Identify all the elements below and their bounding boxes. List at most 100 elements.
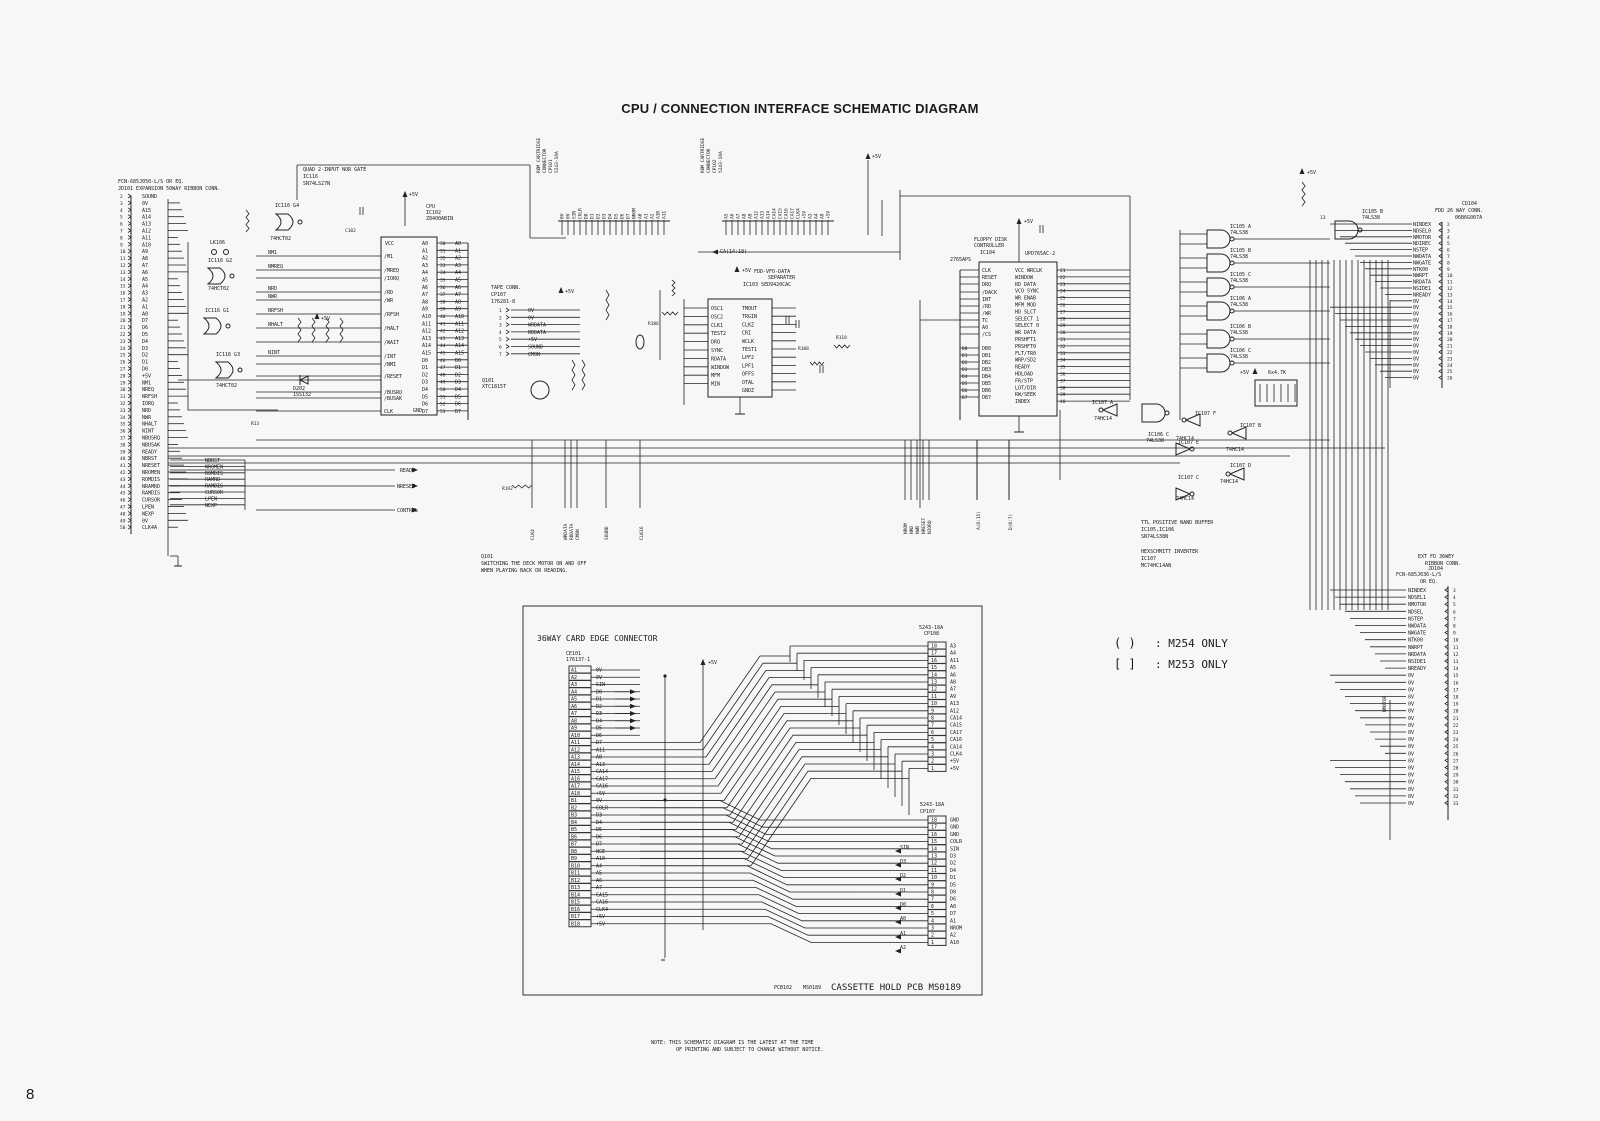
inverter-ic107d <box>1228 467 1245 481</box>
power-label: +5V <box>1307 170 1316 176</box>
card-pin-id: B16 <box>571 907 580 913</box>
rom-cartridge-1-pin-label: NROM <box>632 208 638 219</box>
fdc-pin-label: DB7 <box>982 395 991 401</box>
fdd-pin-label: 0V <box>1413 331 1419 337</box>
address-data-label: D1 <box>455 365 461 371</box>
connector-pin <box>1444 630 1449 635</box>
vfo-pin-label: OFFS <box>742 372 754 378</box>
card-route <box>640 843 822 864</box>
gate-label: 74LS38 <box>1230 230 1248 236</box>
cp107-pin-signal: GND <box>950 818 959 824</box>
tape-signal-label: WRDATA <box>563 523 569 540</box>
fdc-pin-label: SELECT 0 <box>1015 323 1039 329</box>
connector-pin <box>1438 279 1443 284</box>
connector-pin <box>1438 292 1443 297</box>
pin-number: 30 <box>1060 330 1066 336</box>
fdd-pin-label: NINDEX <box>1413 222 1431 228</box>
inverter-bubble <box>1098 407 1104 413</box>
card-pin-id: B14 <box>571 892 580 898</box>
note-line: NOTE: THIS SCHEMATIC DIAGRAM IS THE LATE… <box>651 1040 814 1046</box>
gate-label: 74HCT02 <box>270 236 291 242</box>
power-arrow <box>1016 218 1022 224</box>
power-label: +5V <box>565 289 574 295</box>
card-pin-id: A16 <box>571 776 580 782</box>
pin-number: 32 <box>1060 344 1066 350</box>
pin-number: 6 <box>120 222 123 228</box>
cpu-pin-label: A4 <box>422 270 428 276</box>
pin-number: 30 <box>440 241 446 247</box>
pin-number: 44 <box>440 343 446 349</box>
card-pin-id: A8 <box>571 718 577 724</box>
card-pin-signal: CA14 <box>596 769 608 775</box>
pcb-label-small: MS0189 <box>803 985 821 991</box>
cp107-arrow-label: A1 <box>900 931 906 937</box>
rom-cartridge-1-pin-label: D1 <box>590 213 596 219</box>
fdd-pin-label: NDIREC <box>1413 241 1431 247</box>
cp107-pin-signal: D3 <box>950 854 956 860</box>
card-route <box>640 872 850 893</box>
vfo-pin-label: MIN <box>711 382 720 388</box>
data-bus-label: D1 <box>962 353 968 359</box>
fdc-pin-label: WRP/SD2 <box>1015 358 1036 364</box>
note-line: OF PRINTING AND SUBJECT TO CHANGE WITHOU… <box>676 1047 824 1053</box>
expansion-pin-label: NBUSAK <box>142 442 160 448</box>
pin-number: 42 <box>440 329 446 335</box>
pin-number: 43 <box>440 336 446 342</box>
expansion-side-label: NBRST <box>205 458 220 464</box>
connector-pin <box>1444 750 1449 756</box>
ext-pin-label: 0V <box>1408 773 1414 779</box>
expansion-pin-label: A0 <box>142 311 148 317</box>
expansion-side-label: NEXP <box>205 503 217 509</box>
cp107-pin-number: 7 <box>931 897 934 903</box>
card-route <box>640 677 811 765</box>
vfo-pin-label: LPF1 <box>742 363 754 369</box>
connector-pin <box>505 351 510 357</box>
address-data-label: A11 <box>455 321 464 327</box>
power-label: +5V <box>1024 219 1033 225</box>
pin-number: 1 <box>499 308 502 314</box>
fdd-pin-label: 0V <box>1413 376 1419 382</box>
address-data-label: D2 <box>455 372 461 378</box>
ttl-note-line: HEXSCHMITT INVERTER <box>1141 549 1199 555</box>
connector-pin <box>505 307 510 313</box>
cpu-pin-label: /RD <box>384 290 393 296</box>
pin-number: 46 <box>440 358 446 364</box>
connector-pin <box>1444 779 1449 785</box>
resistor-ref: R186 <box>648 321 659 327</box>
card-pin-id: B1 <box>571 798 577 804</box>
card-route <box>640 821 801 842</box>
card-pin-id: B17 <box>571 914 580 920</box>
rom-cartridge-1-pin-label: A11 <box>662 211 668 219</box>
cp107-pin-number: 12 <box>931 861 937 867</box>
fdc-pin-label: DB6 <box>982 388 991 394</box>
pin-number: 50 <box>440 387 446 393</box>
connector-pin <box>1444 679 1449 685</box>
connector-pin <box>1444 587 1449 593</box>
expansion-pin-label: A1 <box>142 304 148 310</box>
cpu-pin-label: /HALT <box>384 326 399 332</box>
address-data-label: A7 <box>455 292 461 298</box>
rom-cartridge-1-pin-label: A2 <box>650 213 656 219</box>
pin-number: 28 <box>1453 766 1459 772</box>
cp108-pin-number: 2 <box>931 759 934 765</box>
cpu-pin-label: A8 <box>422 299 428 305</box>
pin-number: 31 <box>1060 337 1066 343</box>
fdc-pin-label: DB0 <box>982 346 991 352</box>
connector-pin <box>1438 324 1443 329</box>
cp107-pin-number: 6 <box>931 904 934 910</box>
card-pin-signal: D3 <box>596 813 602 819</box>
pin-number: 29 <box>1060 323 1066 329</box>
address-data-label: A3 <box>455 263 461 269</box>
pin-number: 36 <box>120 429 126 435</box>
fdc-pin-label: DB3 <box>982 367 991 373</box>
q101-note: Q101 <box>481 554 493 560</box>
gate-label: IC106 C <box>1230 348 1251 354</box>
card-pin-id: A17 <box>571 784 580 790</box>
card-pin-signal: SIN <box>596 682 605 688</box>
pin-number: 47 <box>440 365 446 371</box>
connector-pin <box>1444 736 1449 742</box>
card-route <box>640 691 825 780</box>
cp107-pin-number: 2 <box>931 933 934 939</box>
cpu-pin-label: /WR <box>384 298 394 304</box>
cp107-pin-number: 16 <box>931 832 937 838</box>
